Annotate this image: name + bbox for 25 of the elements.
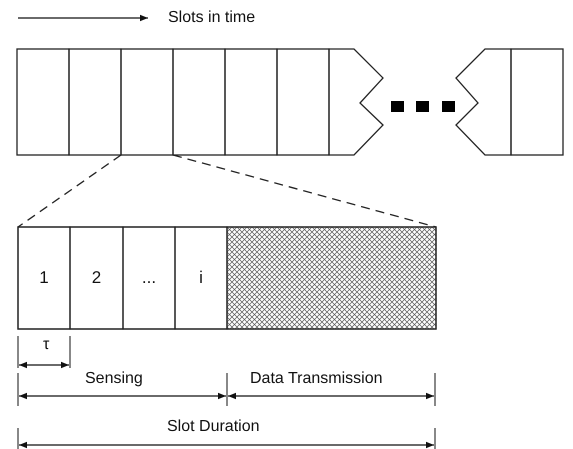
time-slot: [173, 49, 225, 155]
time-slot: [511, 49, 563, 155]
time-slot: [277, 49, 329, 155]
sensing-slot: [18, 227, 70, 329]
sensing-slot: [175, 227, 227, 329]
broken-time-slot: [329, 49, 383, 155]
time-slot: [69, 49, 121, 155]
dimension-label: Slot Duration: [167, 417, 260, 437]
broken-time-slot: [456, 49, 511, 155]
data-transmission-block: [227, 227, 436, 329]
slot-number: i: [198, 268, 204, 288]
dimension-label: τ: [43, 335, 50, 355]
time-slot: [17, 49, 69, 155]
slot-number: ...: [140, 268, 158, 288]
dimension-label: Sensing: [85, 369, 143, 389]
caption-label: Slots in time: [168, 8, 256, 28]
sensing-slot: [123, 227, 175, 329]
zoom-line: [18, 154, 122, 228]
sensing-slot: [70, 227, 123, 329]
slot-number: 1: [38, 268, 50, 288]
slot-number: 2: [90, 268, 102, 288]
time-slot: [225, 49, 277, 155]
zoom-line: [172, 154, 436, 228]
time-slot: [121, 49, 173, 155]
dimension-label: Data Transmission: [250, 369, 382, 389]
